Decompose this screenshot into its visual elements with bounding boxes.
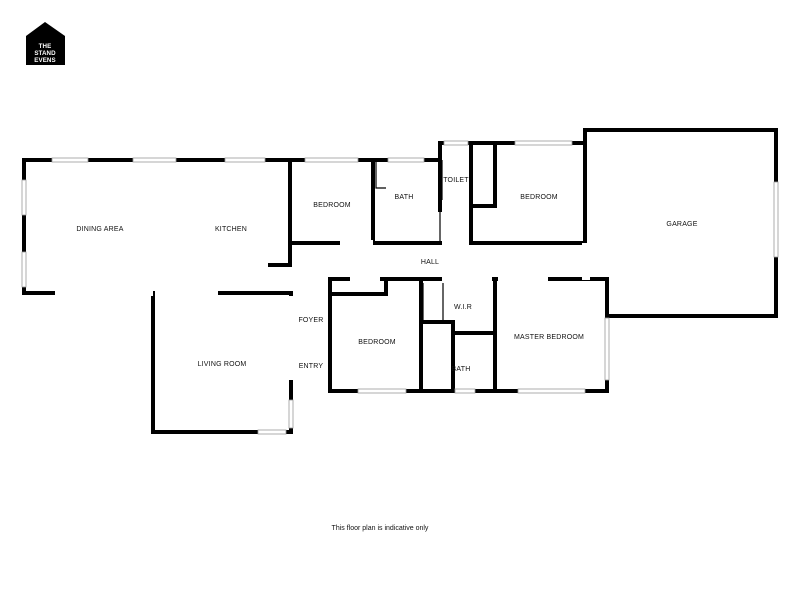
window <box>514 140 573 146</box>
window <box>132 157 177 163</box>
window <box>21 251 27 288</box>
label-bedroom-1: BEDROOM <box>313 202 351 209</box>
logo-line-3: EVENS <box>34 57 55 64</box>
window <box>357 388 407 394</box>
window <box>288 399 294 429</box>
wall-bed3-robe <box>328 277 388 296</box>
label-bath-1: BATH <box>395 194 414 201</box>
label-master-bedroom: MASTER BEDROOM <box>514 334 584 341</box>
room-labels: DINING AREA KITCHEN BEDROOM BATH TOILET … <box>76 177 697 373</box>
window <box>604 317 610 381</box>
window <box>387 157 425 163</box>
label-living-room: LIVING ROOM <box>198 361 247 368</box>
window <box>454 388 476 394</box>
label-bath-2: BATH <box>452 366 471 373</box>
logo-line-1: THE <box>39 43 52 50</box>
label-garage: GARAGE <box>666 221 697 228</box>
label-dining-area: DINING AREA <box>76 226 123 233</box>
walls <box>22 128 778 434</box>
window <box>517 388 586 394</box>
label-kitchen: KITCHEN <box>215 226 247 233</box>
partitions <box>152 160 472 430</box>
label-foyer: FOYER <box>298 317 323 324</box>
window <box>257 429 287 435</box>
label-hall: HALL <box>421 259 439 266</box>
label-bedroom-3: BEDROOM <box>358 339 396 346</box>
windows <box>21 140 779 435</box>
openings <box>55 240 590 380</box>
window <box>51 157 89 163</box>
window <box>443 140 469 146</box>
logo-line-2: STAND <box>34 50 56 57</box>
disclaimer-text: This floor plan is indicative only <box>332 525 429 532</box>
label-wir: W.I.R <box>454 304 472 311</box>
window <box>224 157 266 163</box>
label-toilet: TOILET <box>443 177 469 184</box>
window <box>21 179 27 216</box>
label-bedroom-2: BEDROOM <box>520 194 558 201</box>
window <box>304 157 359 163</box>
brand-logo: THE STAND EVENS <box>26 22 65 65</box>
window <box>773 181 779 258</box>
label-entry: ENTRY <box>299 363 324 370</box>
